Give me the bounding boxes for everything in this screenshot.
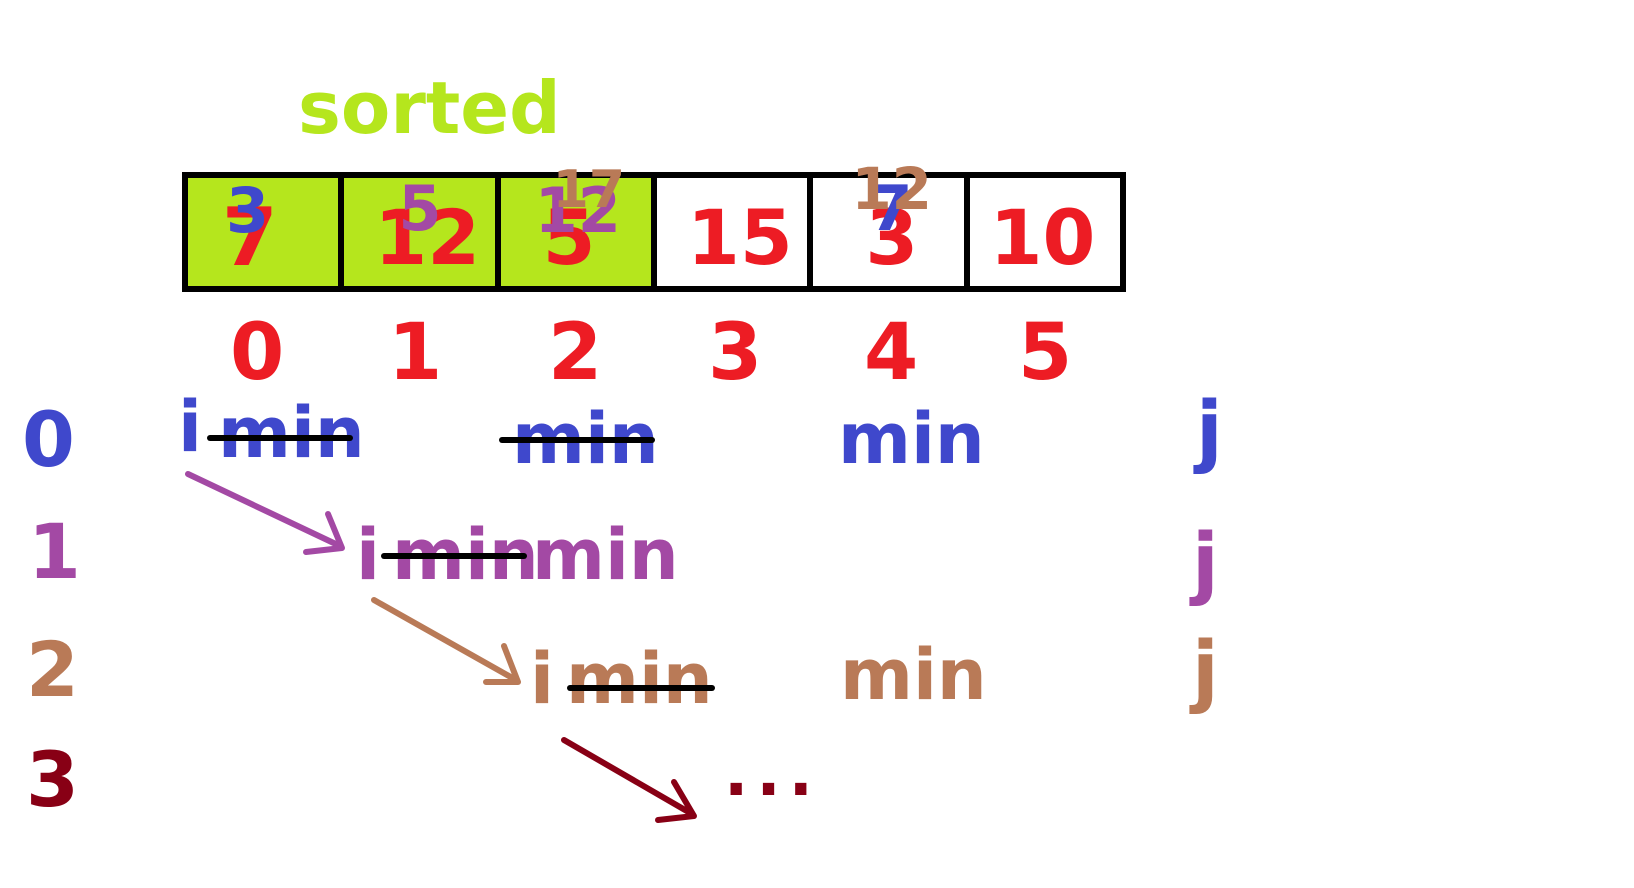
continuation-ellipsis: ... [724, 737, 821, 811]
array-cell-2: 5 12 17 [500, 164, 657, 286]
cell-overlay-value: 3 [226, 174, 270, 247]
array-cell-1: 12 5 [344, 172, 501, 286]
cell-value: 5 [542, 193, 596, 282]
index-label: 5 [1018, 308, 1073, 398]
array-cell-5: 10 [969, 178, 1120, 286]
index-label: 2 [548, 308, 603, 398]
arrow-to-iteration-2 [371, 597, 521, 685]
cell-value: 10 [989, 193, 1096, 282]
index-label: 3 [708, 308, 763, 398]
cell-value: 3 [865, 193, 919, 282]
j-marker: j [1196, 386, 1223, 476]
iteration-step-2: 2 [26, 625, 79, 714]
cell-overlay-value-2: 12 [851, 155, 933, 223]
array-cell-0: 7 3 [188, 174, 345, 286]
min-marker-struck: min [566, 638, 713, 720]
cell-value: 7 [222, 191, 278, 284]
cell-value: 12 [374, 193, 481, 282]
index-label: 1 [388, 308, 443, 398]
index-label: 0 [230, 308, 285, 398]
cell-overlay-value-2: 17 [552, 160, 626, 220]
iteration-step-1: 1 [28, 507, 81, 596]
i-marker: i [178, 386, 202, 468]
cell-overlay-value: 12 [534, 174, 621, 247]
sorted-label: sorted [298, 66, 561, 150]
iteration-step-3: 3 [26, 735, 79, 824]
min-marker: min [838, 398, 985, 480]
arrow-to-iteration-1 [185, 471, 345, 555]
array-cell-4: 3 7 12 [813, 160, 970, 286]
index-label: 4 [864, 308, 919, 398]
min-marker: min [532, 514, 679, 596]
cell-overlay-value: 5 [398, 172, 442, 245]
j-marker: j [1192, 626, 1219, 716]
i-marker: i [356, 514, 380, 596]
cell-overlay-value: 7 [869, 172, 913, 245]
j-marker: j [1192, 518, 1219, 608]
array: 7 3 12 5 5 12 17 15 3 7 12 10 [182, 160, 1126, 292]
arrow-to-iteration-3 [561, 737, 697, 823]
array-cell-3: 15 [656, 178, 814, 286]
cell-value: 15 [686, 193, 793, 282]
min-marker-struck: min [218, 392, 365, 474]
iteration-step-0: 0 [22, 395, 75, 484]
i-marker: i [530, 638, 554, 720]
min-marker: min [840, 634, 987, 716]
